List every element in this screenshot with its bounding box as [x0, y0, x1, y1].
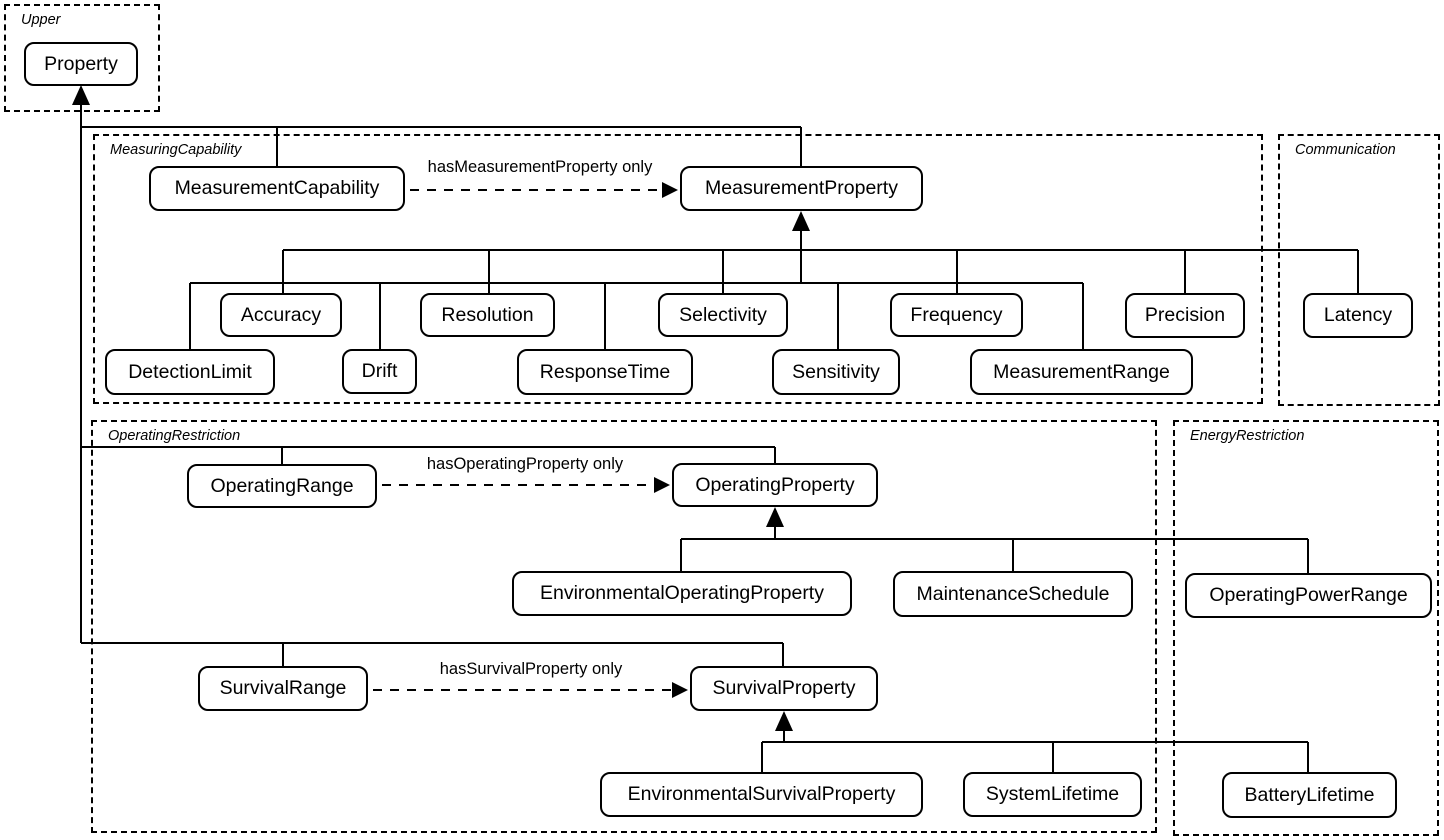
node-detection-limit: DetectionLimit: [105, 349, 275, 395]
group-measuring-capability-label: MeasuringCapability: [110, 142, 242, 158]
group-upper-label: Upper: [21, 12, 61, 28]
measurement-property-subclass-edges: [189, 211, 1359, 349]
node-sensitivity: Sensitivity: [772, 349, 900, 395]
group-operating-restriction-label: OperatingRestriction: [108, 428, 241, 444]
node-resolution: Resolution: [420, 293, 555, 337]
node-maintenance-schedule: MaintenanceSchedule: [893, 571, 1133, 617]
node-latency: Latency: [1303, 293, 1413, 338]
property-subclass-edges: [72, 85, 802, 666]
node-selectivity: Selectivity: [658, 293, 788, 337]
group-communication-label: Communication: [1295, 142, 1396, 158]
has-survival-property-label: hasSurvivalProperty only: [439, 660, 623, 678]
node-environmental-survival-property: EnvironmentalSurvivalProperty: [600, 772, 923, 817]
node-operating-range: OperatingRange: [187, 464, 377, 508]
group-operating-restriction: OperatingRestriction: [91, 420, 1157, 833]
node-precision: Precision: [1125, 293, 1245, 338]
node-property: Property: [24, 42, 138, 86]
has-measurement-property-label: hasMeasurementProperty only: [427, 158, 653, 176]
operating-property-subclass-edges: [680, 507, 1309, 573]
node-measurement-property: MeasurementProperty: [680, 166, 923, 211]
node-drift: Drift: [342, 349, 417, 394]
node-environmental-operating-property: EnvironmentalOperatingProperty: [512, 571, 852, 616]
group-energy-restriction-label: EnergyRestriction: [1190, 428, 1305, 444]
group-energy-restriction: EnergyRestriction: [1173, 420, 1439, 836]
node-battery-lifetime: BatteryLifetime: [1222, 772, 1397, 818]
node-measurement-capability: MeasurementCapability: [149, 166, 405, 211]
node-survival-property: SurvivalProperty: [690, 666, 878, 711]
group-measuring-capability: MeasuringCapability: [93, 134, 1263, 404]
node-operating-property: OperatingProperty: [672, 463, 878, 507]
arrowhead-to-survival-property: [775, 711, 793, 731]
group-communication: Communication: [1278, 134, 1440, 406]
node-survival-range: SurvivalRange: [198, 666, 368, 711]
node-system-lifetime: SystemLifetime: [963, 772, 1142, 817]
arrowhead-to-property: [72, 85, 90, 105]
has-operating-property-label: hasOperatingProperty only: [426, 455, 624, 473]
node-measurement-range: MeasurementRange: [970, 349, 1193, 395]
survival-property-subclass-edges: [761, 711, 1309, 772]
node-frequency: Frequency: [890, 293, 1023, 337]
node-response-time: ResponseTime: [517, 349, 693, 395]
restriction-arrows: [373, 182, 688, 698]
node-operating-power-range: OperatingPowerRange: [1185, 573, 1432, 618]
arrowhead-to-operating-property: [766, 507, 784, 527]
node-accuracy: Accuracy: [220, 293, 342, 337]
arrowhead-to-measurement-property: [792, 211, 810, 231]
